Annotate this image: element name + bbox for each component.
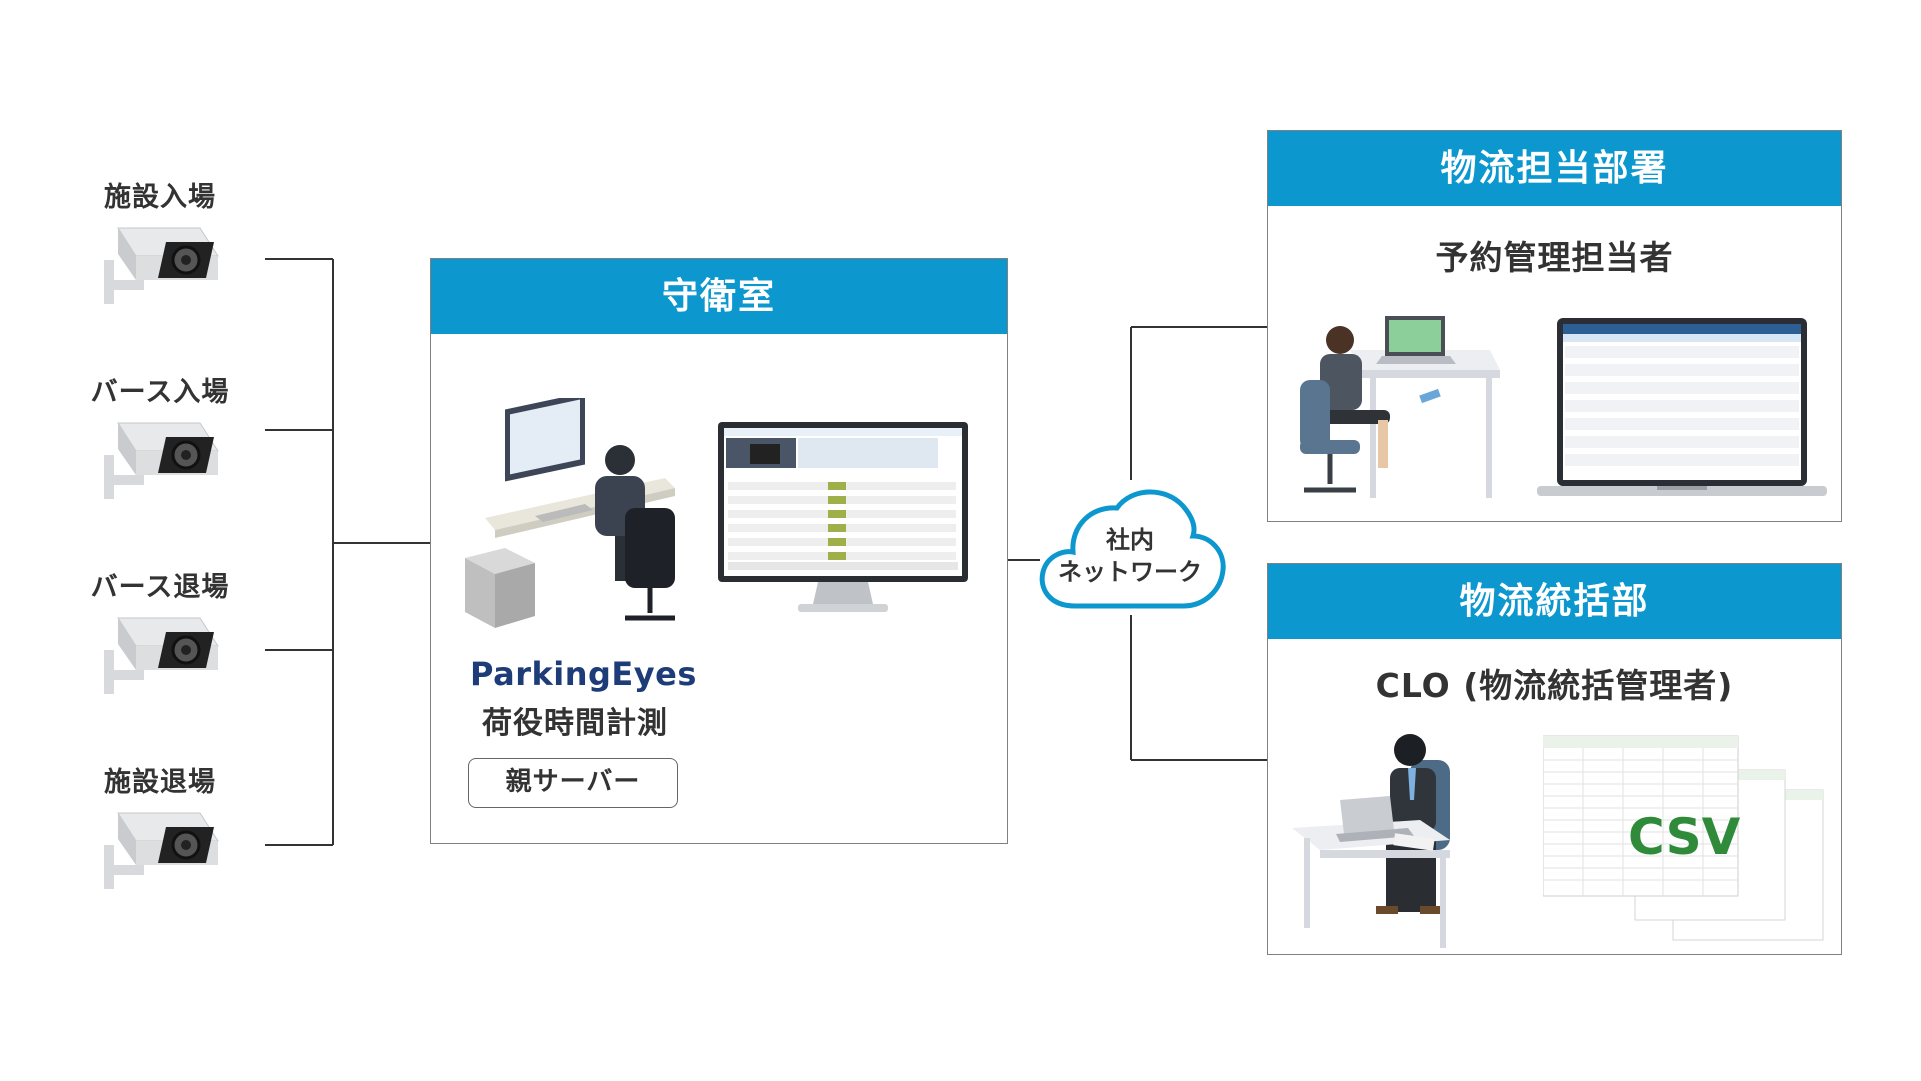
network-label-line2: ネットワーク: [1030, 556, 1230, 588]
network-label: 社内 ネットワーク: [1030, 524, 1230, 588]
security-camera-icon: [100, 220, 220, 306]
product-name: 荷役時間計測: [455, 698, 695, 742]
camera-label-facility-entry: 施設入場: [40, 175, 280, 214]
clo-manager-illustration: [1290, 720, 1490, 948]
reservation-laptop-illustration: [1537, 318, 1827, 504]
security-camera-icon: [100, 610, 220, 696]
brand-name: ParkingEyes: [470, 655, 680, 693]
parent-server-label: 親サーバー: [468, 758, 678, 808]
guard-room-title: 守衛室: [431, 259, 1007, 334]
logistics-hq-title: 物流統括部: [1268, 564, 1841, 639]
camera-label-berth-exit: バース退場: [40, 565, 280, 604]
security-camera-icon: [100, 805, 220, 891]
logistics-dept-title: 物流担当部署: [1268, 131, 1841, 206]
logistics-dept-role: 予約管理担当者: [1268, 231, 1841, 279]
camera-label-facility-exit: 施設退場: [40, 760, 280, 799]
guard-operator-illustration: [465, 398, 685, 628]
logistics-hq-role: CLO (物流統括管理者): [1268, 659, 1841, 707]
parkingeyes-monitor-illustration: [718, 422, 968, 614]
reservation-manager-illustration: [1290, 310, 1510, 508]
network-label-line1: 社内: [1030, 524, 1230, 556]
camera-label-berth-entry: バース入場: [40, 370, 280, 409]
csv-file-label: CSV: [1628, 808, 1740, 866]
security-camera-icon: [100, 415, 220, 501]
